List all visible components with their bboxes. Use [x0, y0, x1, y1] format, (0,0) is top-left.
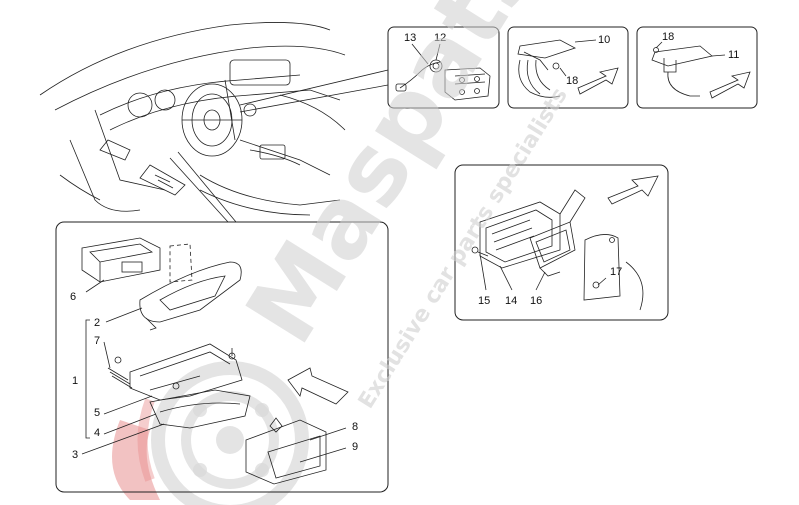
callout-10: 10	[598, 34, 610, 46]
callout-16: 16	[530, 295, 542, 307]
callout-18-left: 18	[566, 75, 578, 87]
detail-box-control-unit: 15 14 16 17	[454, 164, 669, 321]
callout-4: 4	[94, 427, 100, 439]
callout-8: 8	[352, 421, 358, 433]
detail-box-antenna: 13 12	[387, 26, 500, 109]
callout-15: 15	[478, 295, 490, 307]
callout-5: 5	[94, 407, 100, 419]
detail-box-module-10: 10 18	[507, 26, 629, 109]
callout-2: 2	[94, 317, 100, 329]
watermark-logo	[112, 361, 309, 505]
callout-7: 7	[94, 335, 100, 347]
callout-9: 9	[352, 441, 358, 453]
callout-17: 17	[610, 266, 622, 278]
callout-12: 12	[434, 32, 446, 44]
callout-1: 1	[72, 375, 78, 387]
leader-lines	[169, 69, 389, 223]
callout-18-right: 18	[662, 31, 674, 43]
dashboard-overview-illustration	[39, 22, 346, 216]
detail-box-module-11: 18 11	[636, 26, 758, 109]
callout-6: 6	[70, 291, 76, 303]
callout-13: 13	[404, 32, 416, 44]
detail-box-glovebox-assembly: 6 2 7 1 5 4 3 8 9	[55, 221, 389, 493]
callout-3: 3	[72, 449, 78, 461]
callout-14: 14	[505, 295, 517, 307]
callout-11: 11	[728, 49, 739, 61]
